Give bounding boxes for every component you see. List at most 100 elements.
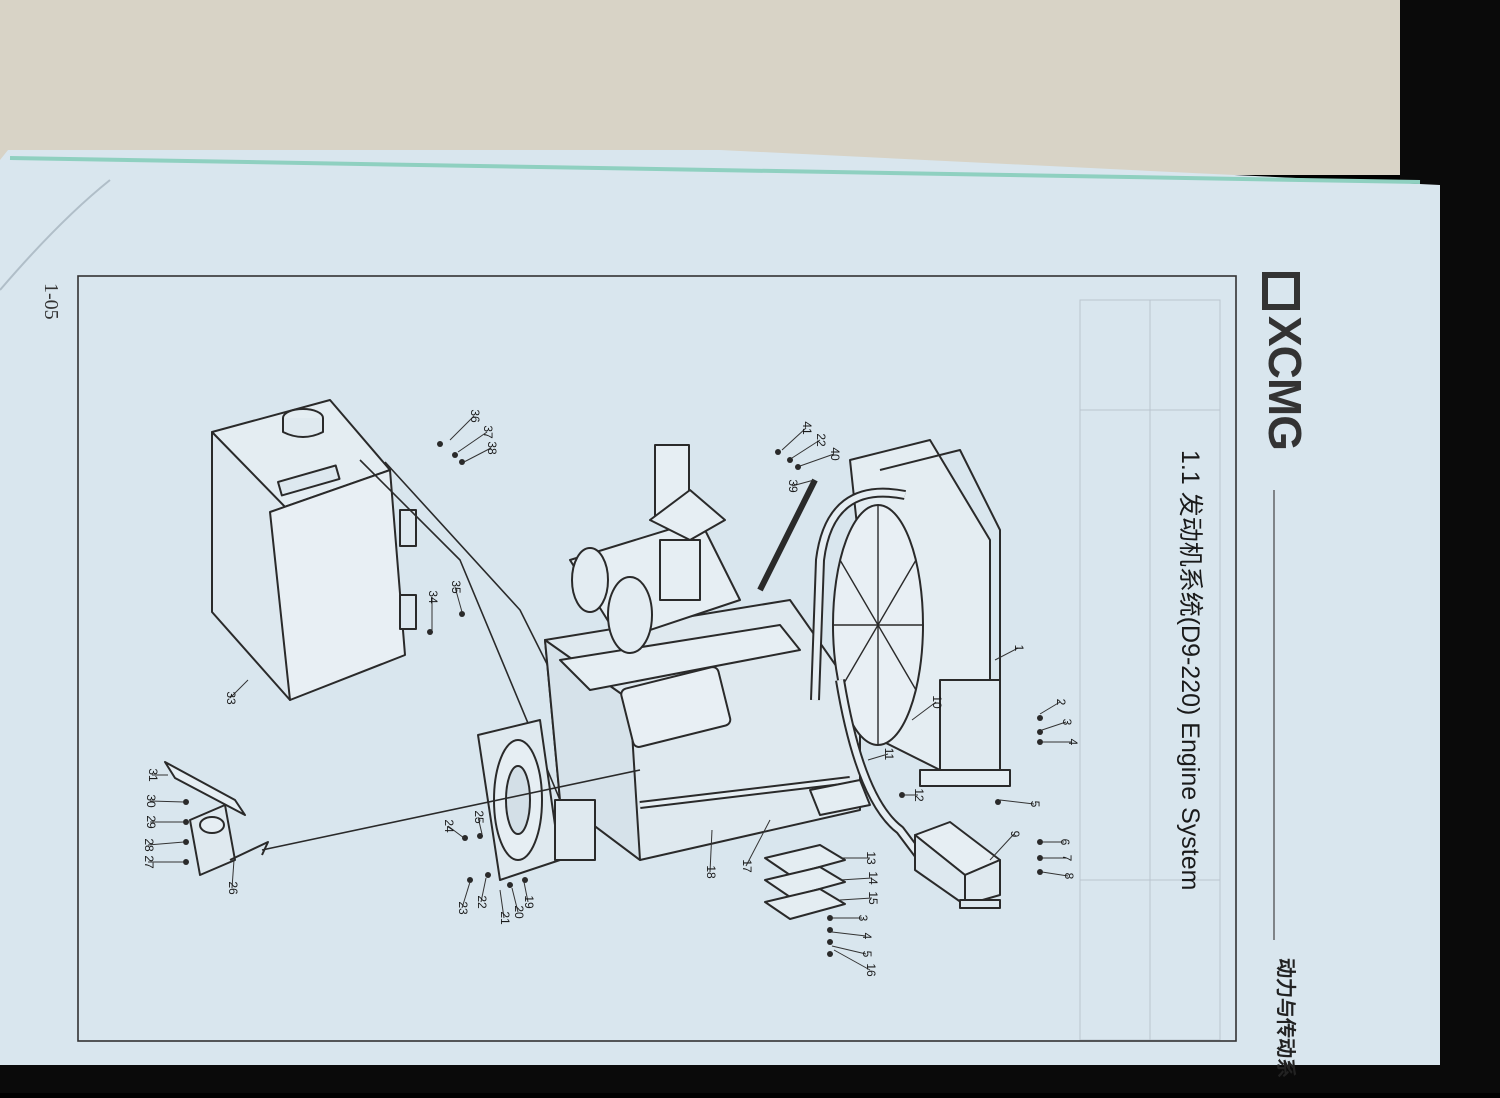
callout-leader-17 [745, 819, 771, 867]
callout-label-24: 24 [442, 819, 456, 833]
coolant-hose [837, 679, 933, 872]
logo-text: XCMG [1259, 316, 1311, 450]
callout-leader-10 [911, 701, 937, 721]
callout-label-27: 27 [142, 855, 156, 869]
callout-label-20: 20 [512, 905, 526, 919]
callout-label-41: 41 [800, 421, 814, 435]
callout-label-22: 22 [814, 433, 828, 447]
fuel-tank [211, 399, 417, 701]
callout-label-2: 2 [1054, 699, 1068, 706]
callout-leader-8 [1041, 871, 1069, 877]
callout-label-8: 8 [1062, 873, 1076, 880]
callout-label-34: 34 [426, 590, 440, 604]
callout-label-4: 4 [860, 933, 874, 940]
oil-pipe [639, 778, 851, 807]
callout-label-36: 36 [468, 409, 482, 423]
callout-leader-5 [999, 799, 1035, 805]
callout-leader-39 [791, 479, 815, 487]
callout-label-15: 15 [866, 891, 880, 905]
callout-label-23: 23 [456, 901, 470, 915]
radiator [832, 439, 1011, 787]
callout-leader-22 [791, 439, 821, 459]
callout-leader-14 [839, 877, 873, 881]
callout-leader-35 [454, 586, 463, 613]
callout-label-21: 21 [498, 911, 512, 925]
section-title-text: 1.1 发动机系统(D9-220) Engine System [1176, 450, 1204, 891]
callout-leader-25 [477, 816, 483, 835]
page-frame [77, 275, 1237, 1042]
callout-leader-9 [989, 833, 1015, 861]
callout-leader-11 [867, 753, 889, 761]
background-page [0, 0, 1410, 175]
callout-leader-19 [523, 881, 529, 903]
air-filter [569, 444, 741, 654]
callout-label-38: 38 [485, 441, 499, 455]
flywheel-housing [477, 719, 596, 881]
callout-label-16: 16 [864, 963, 878, 977]
callout-label-4: 4 [1066, 739, 1080, 746]
callout-leader-33 [229, 679, 249, 699]
engine-mount-pads [764, 779, 871, 920]
callout-leader-41 [781, 427, 807, 451]
callout-label-31: 31 [146, 768, 160, 782]
chapter-title: 动力与传动系 [1273, 958, 1302, 1078]
page-teal-edge [9, 156, 1421, 184]
callout-label-12: 12 [912, 788, 926, 802]
page-number-text: 1-05 [40, 283, 62, 320]
callout-leader-28 [147, 841, 185, 846]
callout-label-17: 17 [740, 859, 754, 873]
callout-leader-4 [831, 931, 867, 937]
callout-labels: 1234567891011121314151617181920212223242… [142, 409, 1080, 977]
callout-label-9: 9 [1008, 831, 1022, 838]
callout-label-6: 6 [1058, 839, 1072, 846]
callout-label-13: 13 [864, 851, 878, 865]
section-title: 1.1 发动机系统(D9-220) Engine System [1174, 450, 1210, 890]
callout-leader-16 [833, 949, 871, 971]
callout-label-40: 40 [828, 447, 842, 461]
callout-leader-20 [511, 887, 519, 913]
callout-leader-3 [1041, 721, 1067, 731]
callout-leader-26 [231, 859, 235, 889]
coolant-hose [812, 489, 906, 701]
callout-leader-18 [709, 829, 713, 873]
fasteners [183, 441, 1043, 957]
callout-label-5: 5 [860, 951, 874, 958]
callout-label-33: 33 [224, 691, 238, 705]
callout-label-3: 3 [1060, 719, 1074, 726]
dark-edge-bottom [0, 1065, 1500, 1093]
callout-label-35: 35 [449, 580, 463, 594]
callout-leader-23 [461, 881, 471, 909]
page-number: 1-05 [39, 283, 62, 320]
callout-label-25: 25 [472, 810, 486, 824]
callout-label-7: 7 [1060, 855, 1074, 862]
callout-label-5: 5 [1028, 801, 1042, 808]
callout-label-30: 30 [144, 794, 158, 808]
callout-leader-30 [149, 800, 185, 803]
radiator-strut [757, 478, 818, 592]
accelerator-pedal [164, 761, 269, 876]
callout-label-19: 19 [522, 895, 536, 909]
folded-corner-crease [0, 179, 111, 291]
callout-label-39: 39 [786, 479, 800, 493]
engine-block [544, 599, 861, 861]
callout-leader-37 [457, 431, 488, 453]
callout-leader-5 [831, 945, 867, 955]
callout-leader-2 [1039, 701, 1061, 715]
callout-leader-22 [480, 877, 487, 903]
throttle-cable [261, 769, 641, 851]
callout-label-37: 37 [481, 425, 495, 439]
callout-leader-21 [499, 889, 505, 919]
logo-mark-icon [1262, 272, 1301, 310]
callout-label-29: 29 [144, 815, 158, 829]
expansion-tank [914, 821, 1001, 909]
callout-label-22: 22 [475, 895, 489, 909]
callout-leaders [147, 415, 1072, 971]
callout-label-26: 26 [226, 881, 240, 895]
callout-label-14: 14 [866, 871, 880, 885]
brand-logo: XCMG [1258, 272, 1312, 450]
engine-system-diagram [164, 399, 1043, 957]
callout-label-10: 10 [930, 695, 944, 709]
callout-leader-36 [449, 415, 475, 441]
callout-label-18: 18 [704, 865, 718, 879]
